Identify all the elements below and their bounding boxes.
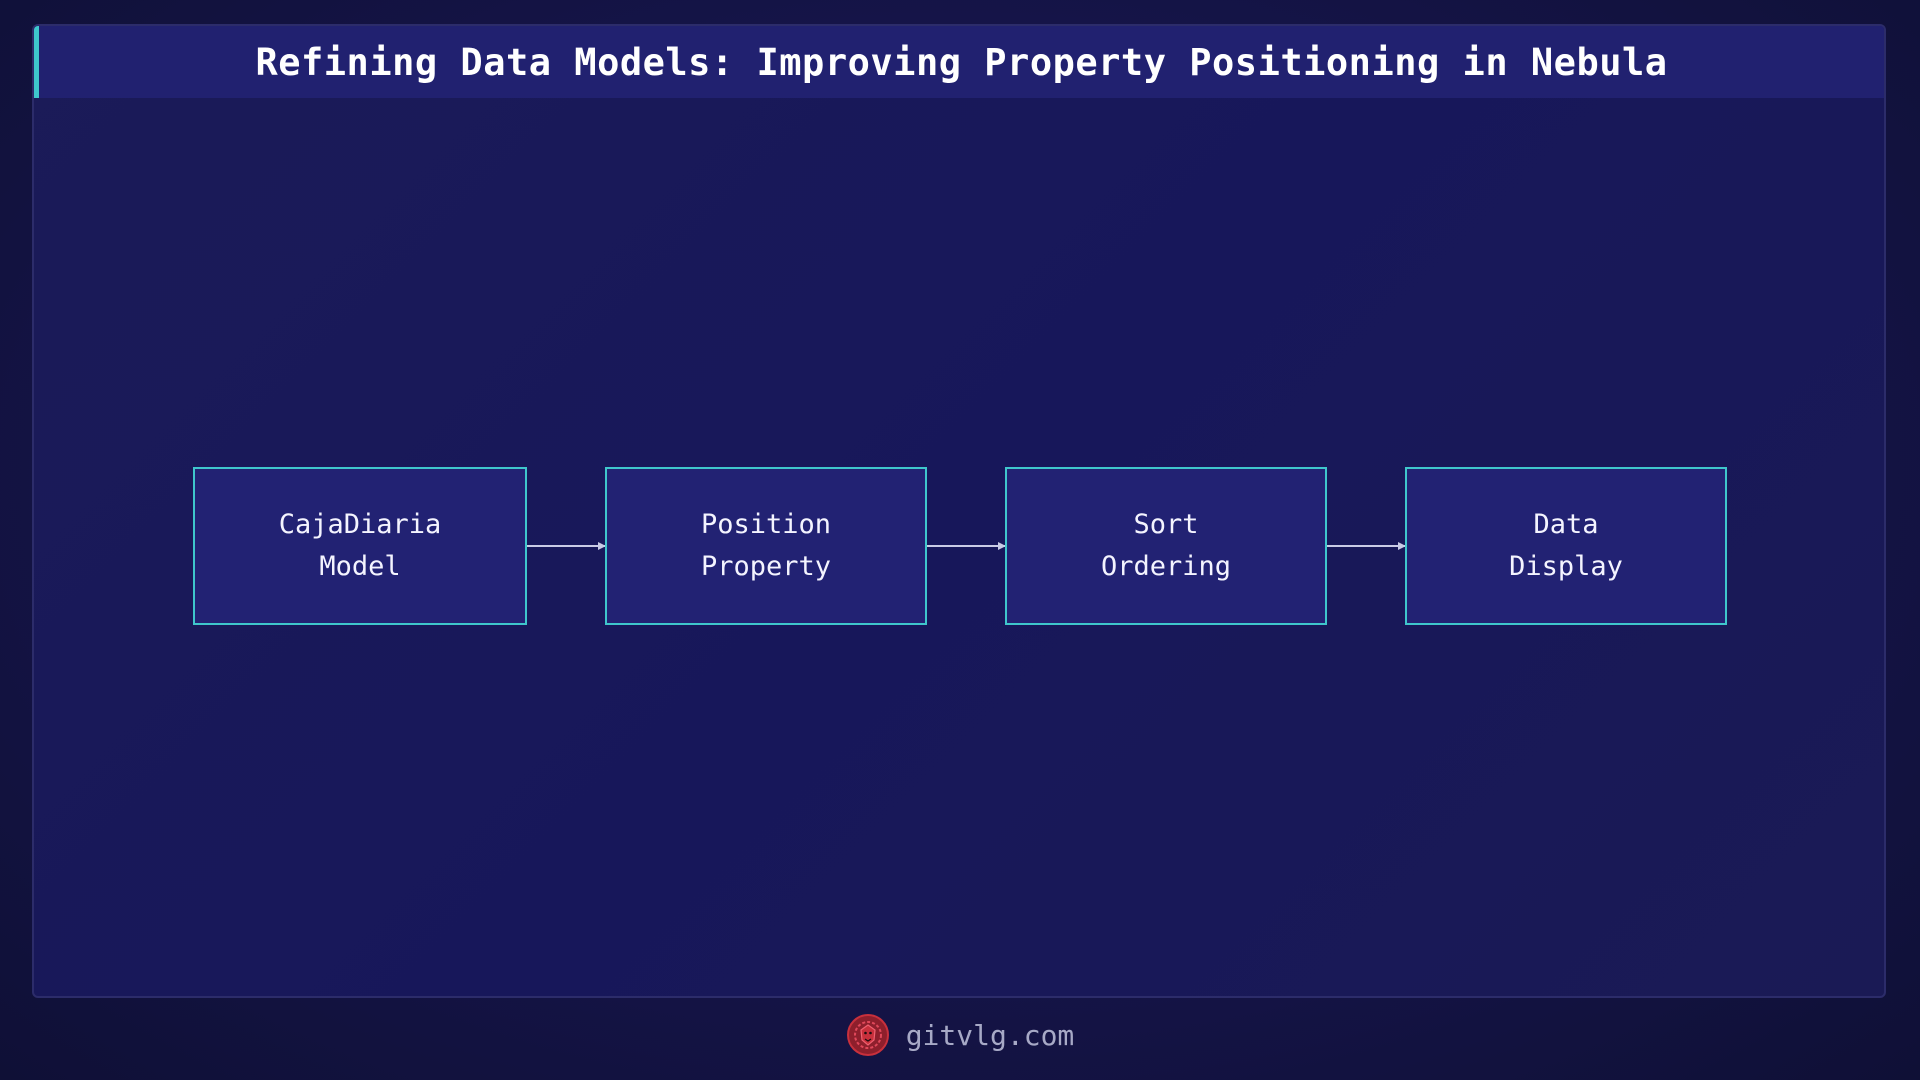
node-label: Data Display: [1509, 509, 1623, 582]
node-sort-ordering: Sort Ordering: [1005, 467, 1327, 625]
node-label: CajaDiaria Model: [278, 509, 442, 582]
title-bar: Refining Data Models: Improving Property…: [34, 26, 1884, 98]
node-label: Position Property: [700, 509, 832, 582]
node-position-property: Position Property: [605, 467, 927, 625]
footer: gitvlg.com: [0, 1010, 1920, 1060]
node-data-display: Data Display: [1405, 467, 1727, 625]
node-cajadiaria-model: CajaDiaria Model: [193, 467, 527, 625]
page-title: Refining Data Models: Improving Property…: [255, 40, 1668, 84]
lion-logo-icon[interactable]: [846, 1013, 890, 1057]
footer-site-link[interactable]: gitvlg.com: [905, 1018, 1075, 1052]
node-label: Sort Ordering: [1100, 509, 1232, 582]
